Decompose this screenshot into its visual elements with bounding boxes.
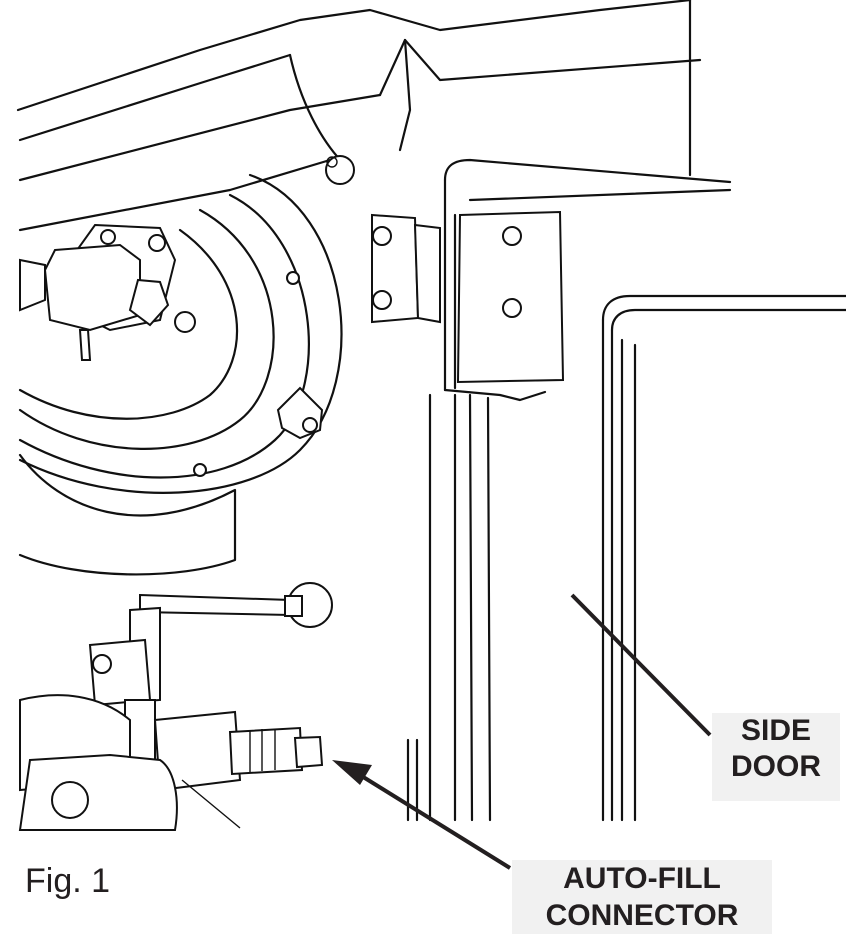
- side-door-line1: SIDE: [740, 714, 812, 747]
- auto-fill-callout: AUTO-FILL CONNECTOR: [512, 860, 772, 934]
- solenoid-valve: [88, 582, 333, 761]
- lower-left-components: [18, 694, 241, 831]
- top-housing: [16, 0, 702, 232]
- side-door-callout: SIDE DOOR: [712, 713, 840, 801]
- auto-fill-line1: AUTO-FILL: [563, 862, 721, 895]
- auto-fill-line2: CONNECTOR: [545, 899, 739, 932]
- side-door-panel: [406, 158, 846, 822]
- blower-assembly: [19, 223, 196, 361]
- auto-fill-arrow: [332, 760, 512, 870]
- ring-housing: [18, 173, 343, 576]
- door-hinge: [371, 210, 565, 390]
- figure-caption: Fig. 1: [25, 862, 111, 900]
- side-door-line2: DOOR: [731, 750, 821, 783]
- side-door-leader: [570, 593, 712, 737]
- auto-fill-connector-drawing: [153, 710, 324, 792]
